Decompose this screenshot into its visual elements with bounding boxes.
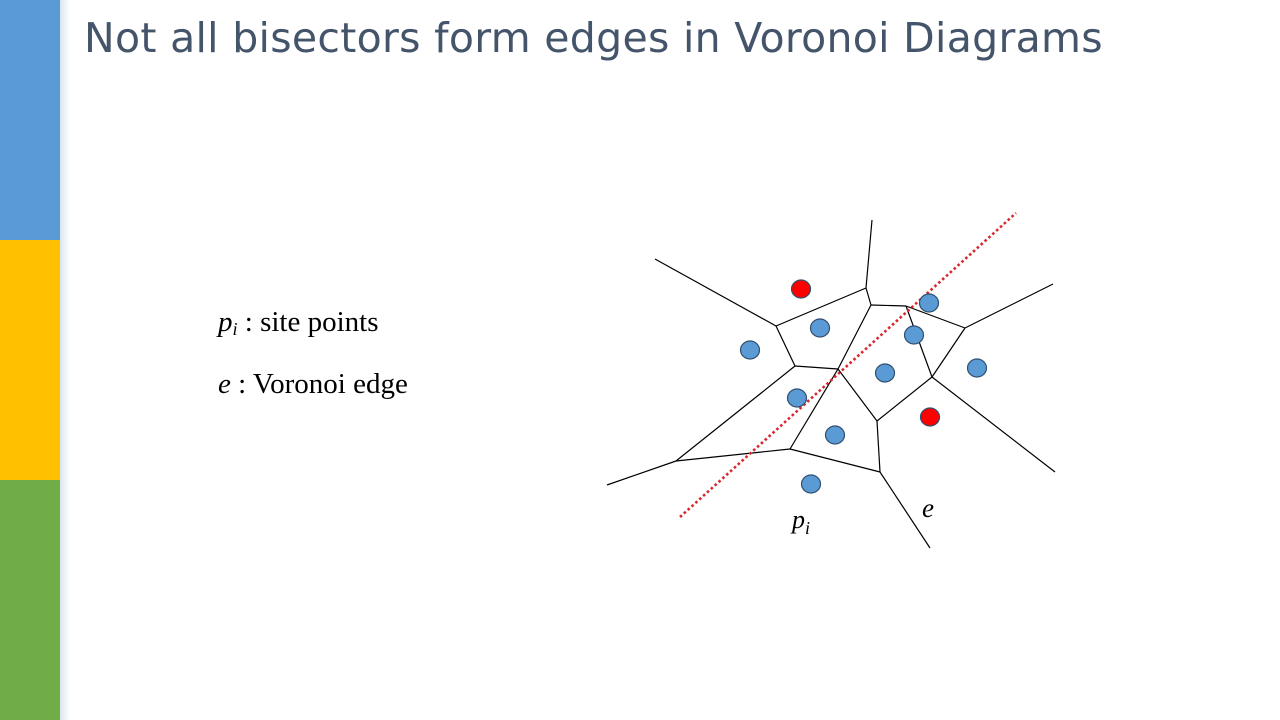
site-point: [786, 388, 808, 408]
legend-site-points: pi : site points: [218, 306, 379, 339]
edge-label: e: [922, 493, 934, 523]
voronoi-edge: [606, 460, 677, 486]
legend-site-subscript: i: [232, 319, 238, 339]
voronoi-edge: [775, 325, 796, 367]
site-points: [739, 279, 988, 494]
site-point: [809, 318, 831, 338]
legend-edge-separator: :: [230, 368, 253, 400]
sidebar-shadow: [60, 0, 70, 720]
voronoi-edge: [865, 219, 873, 289]
legend-voronoi-edge: e : Voronoi edge: [218, 368, 408, 401]
voronoi-edge: [905, 305, 966, 329]
voronoi-edges: [606, 219, 1056, 549]
sidebar-band-yellow: [0, 240, 60, 480]
site-label-symbol: p: [790, 505, 805, 534]
bisector-line: [679, 212, 1017, 518]
sidebar-accent: [0, 0, 72, 720]
voronoi-edge: [837, 304, 872, 370]
voronoi-edge: [931, 327, 966, 378]
legend-site-symbol: p: [218, 306, 233, 338]
site-point-highlighted: [919, 407, 941, 427]
voronoi-edge: [876, 376, 933, 422]
site-point: [903, 325, 925, 345]
site-point: [966, 358, 988, 378]
voronoi-edge: [789, 448, 881, 473]
sidebar-band-blue: [0, 0, 60, 240]
site-point-highlighted: [790, 279, 812, 299]
legend-edge-text: Voronoi edge: [252, 368, 408, 400]
site-label: pi: [790, 505, 810, 538]
slide-title: Not all bisectors form edges in Voronoi …: [84, 14, 1103, 62]
voronoi-edge: [654, 258, 777, 327]
voronoi-edge: [876, 420, 881, 473]
site-point: [739, 340, 761, 360]
sidebar-band-green: [0, 480, 60, 720]
voronoi-edge: [837, 368, 878, 422]
voronoi-edge: [789, 368, 839, 450]
voronoi-edge: [775, 287, 867, 327]
legend-edge-symbol: e: [218, 368, 231, 400]
legend-site-text: site points: [260, 306, 379, 338]
legend-site-separator: :: [237, 306, 261, 338]
voronoi-edge: [675, 365, 796, 462]
voronoi-edge: [964, 283, 1054, 329]
site-point: [824, 425, 846, 445]
site-point: [800, 474, 822, 494]
voronoi-edge: [865, 287, 872, 306]
voronoi-edge: [870, 304, 907, 307]
site-point: [918, 293, 940, 313]
voronoi-edge: [794, 365, 839, 370]
voronoi-edge: [675, 448, 791, 462]
voronoi-edge: [879, 471, 931, 549]
site-point: [874, 363, 896, 383]
site-label-subscript: i: [805, 518, 810, 538]
voronoi-edge: [931, 376, 1056, 473]
